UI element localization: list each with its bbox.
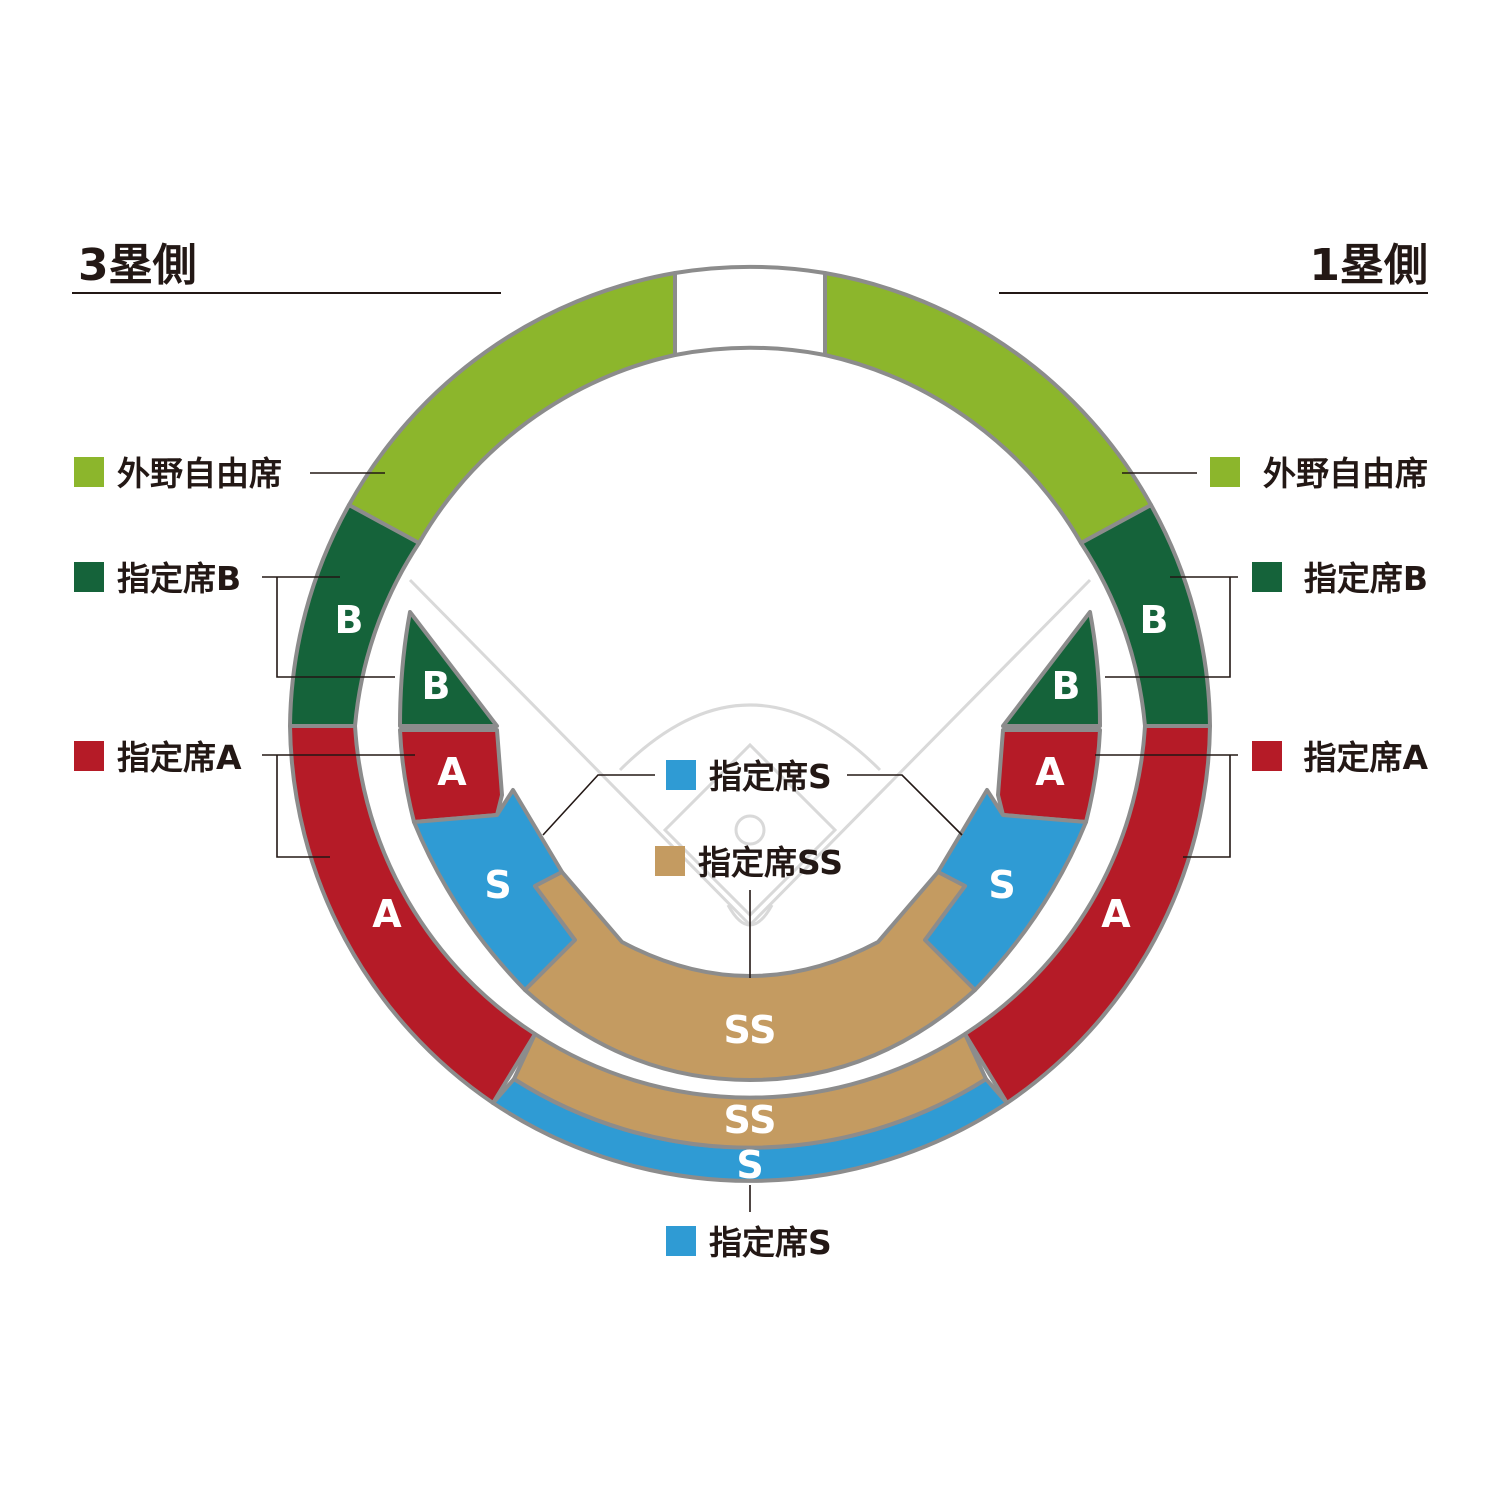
pitcher-mound (734, 814, 766, 846)
outfield-free-seat-right[interactable] (823, 271, 1153, 545)
first-base-side-title: 1塁側 (1309, 240, 1428, 291)
legend-swatch-b-right (1252, 562, 1282, 592)
reserved-ss-outer[interactable] (512, 1032, 988, 1150)
section-label-a-inner-right: A (1035, 750, 1065, 794)
infield-arc (618, 703, 882, 772)
section-label-a-outer-left: A (372, 892, 402, 936)
section-label-ss-inner: SS (723, 1008, 776, 1052)
section-label-ss-outer: SS (723, 1098, 776, 1142)
legend-outfield-left: 外野自由席 (117, 454, 282, 493)
legend-swatch-outfield-left (74, 457, 104, 487)
infield-diamond (662, 742, 838, 918)
section-label-b-outer-left: B (335, 598, 364, 642)
leader-a-left (262, 754, 415, 858)
third-base-side-title: 3塁側 (78, 240, 197, 291)
section-label-s-inner-right: S (988, 863, 1015, 907)
foul-line-right (748, 578, 1092, 927)
reserved-a-inner-left[interactable] (398, 728, 504, 824)
reserved-b-inner-left[interactable] (398, 610, 499, 728)
section-label-b-inner-left: B (422, 664, 451, 708)
legend-ss: 指定席SS (698, 843, 843, 882)
leader-s-top-left (542, 774, 655, 836)
legend-swatch-ss (655, 846, 685, 876)
section-label-s-outer: S (736, 1143, 763, 1187)
legend-swatch-a-left (74, 741, 104, 771)
legend-s-top: 指定席S (709, 757, 832, 796)
legend-swatch-outfield-right (1210, 457, 1240, 487)
reserved-b-inner-right[interactable] (1001, 610, 1102, 728)
section-label-b-outer-right: B (1140, 598, 1169, 642)
legend-swatch-a-right (1252, 741, 1282, 771)
leader-b-left (262, 576, 395, 678)
foul-line-left (408, 578, 752, 927)
section-label-b-inner-right: B (1052, 664, 1081, 708)
side-headers: 3塁側 1塁側 (72, 240, 1428, 294)
leader-a-right (1095, 754, 1238, 858)
legend-a-right: 指定席A (1303, 738, 1428, 777)
outer-ring (288, 264, 1212, 1183)
section-label-s-inner-left: S (484, 863, 511, 907)
leader-s-top-right (847, 774, 963, 836)
section-label-a-inner-left: A (437, 750, 467, 794)
legend-swatch-s-bottom (666, 1226, 696, 1256)
center-field-gap (673, 264, 827, 357)
legend-group: 外野自由席 外野自由席 指定席B 指定席B 指定席A 指定席A 指定席S 指定席… (74, 454, 1428, 1262)
legend-swatch-s-top (666, 760, 696, 790)
legend-b-right: 指定席B (1304, 559, 1428, 598)
legend-a-left: 指定席A (117, 738, 242, 777)
legend-s-bottom: 指定席S (709, 1223, 832, 1262)
section-labels: B B B B A A A A S S SS SS S (335, 598, 1169, 1187)
section-label-a-outer-right: A (1101, 892, 1131, 936)
outfield-free-seat-left[interactable] (347, 271, 677, 545)
legend-outfield-right: 外野自由席 (1263, 454, 1428, 493)
legend-b-left: 指定席B (117, 559, 241, 598)
leader-b-right (1105, 576, 1238, 678)
legend-swatch-b-left (74, 562, 104, 592)
field-diagram (408, 578, 1092, 927)
